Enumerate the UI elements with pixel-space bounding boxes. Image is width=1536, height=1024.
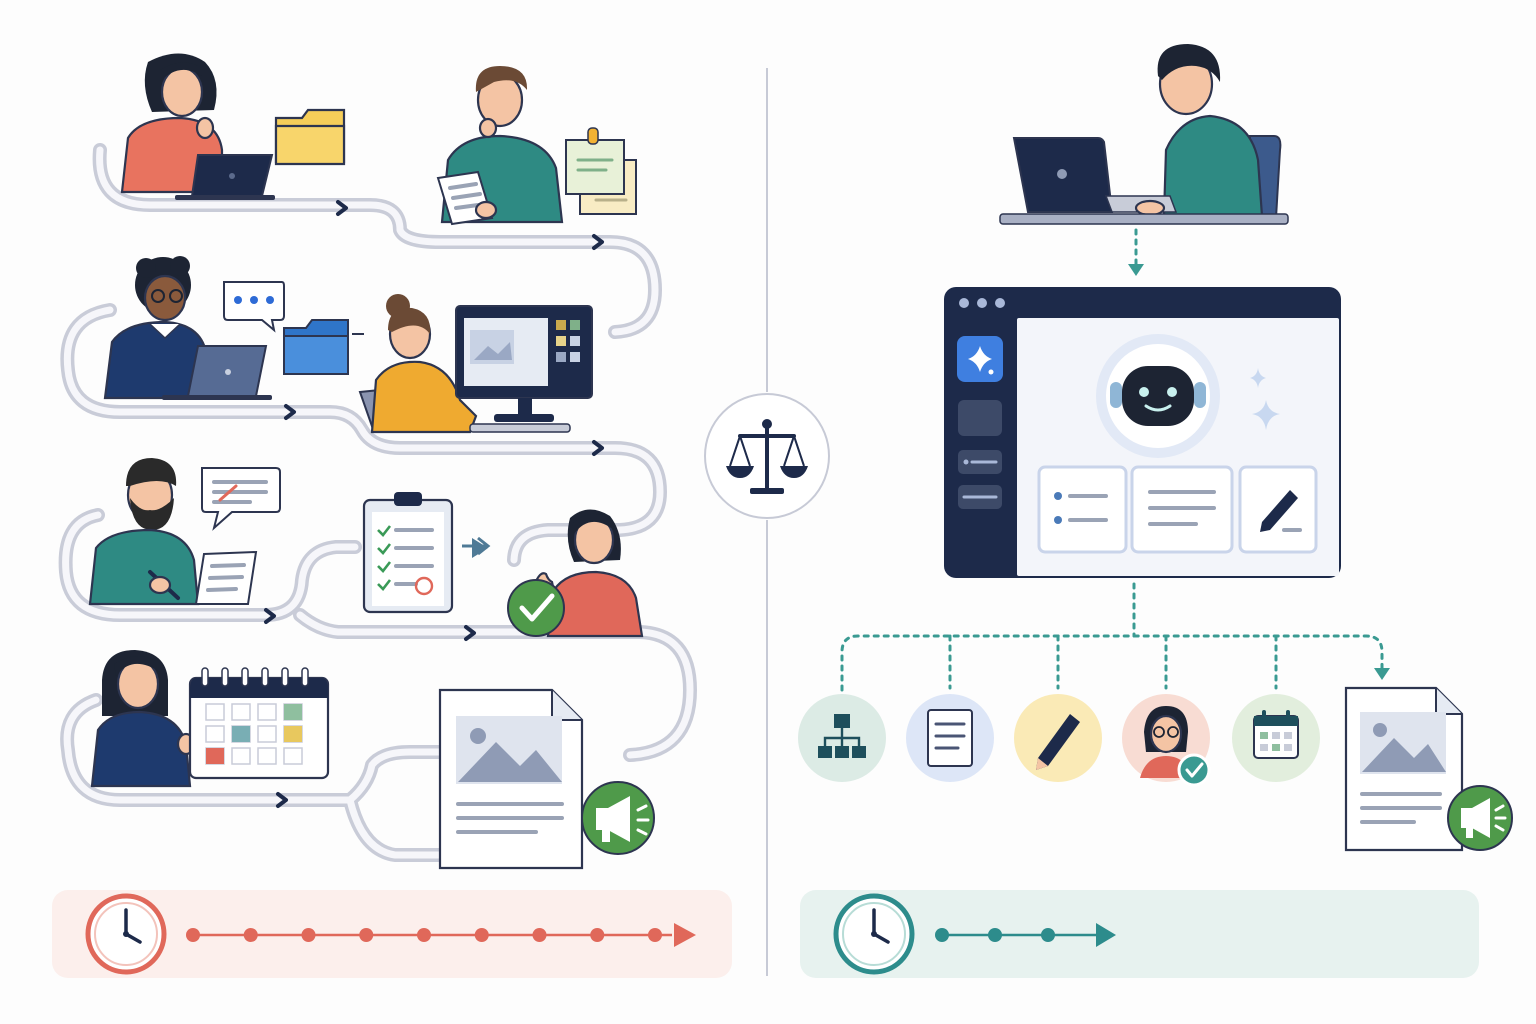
output-approval	[1122, 694, 1211, 787]
right-panel	[798, 44, 1513, 978]
right-timeline-dots	[935, 928, 1055, 942]
checklist-clipboard	[362, 492, 491, 614]
timeline-dot	[988, 928, 1002, 942]
output-calendar	[1232, 694, 1320, 782]
hierarchy-icon	[818, 714, 866, 758]
road-arrows	[264, 200, 604, 808]
right-timeline-bar	[800, 890, 1479, 978]
blue-folder-icon	[283, 319, 364, 375]
distribution-connector	[840, 582, 1384, 692]
sidebar-item[interactable]	[958, 450, 1002, 474]
document-icon	[927, 709, 973, 767]
timeline-dot	[243, 928, 258, 942]
edit-card[interactable]	[1238, 465, 1318, 554]
output-document	[906, 694, 994, 782]
published-document	[1344, 686, 1464, 852]
woman-thumbs-up	[532, 509, 644, 638]
text-card[interactable]	[1130, 465, 1234, 554]
man-at-laptop	[999, 44, 1289, 225]
approved-check-icon	[507, 579, 565, 637]
folder-icon	[274, 108, 346, 166]
left-panel	[52, 53, 732, 978]
calendar-icon	[188, 667, 330, 780]
timeline-dot	[359, 928, 374, 942]
timeline-dot	[935, 928, 949, 942]
left-timeline-arrow	[674, 923, 696, 947]
balance-scale-icon	[726, 419, 808, 494]
pencil-icon	[1036, 714, 1080, 770]
sidebar-sparkle-button[interactable]	[957, 336, 1003, 382]
list-card[interactable]	[1037, 465, 1128, 554]
feedback-bubble-icon	[201, 467, 281, 531]
clock-icon	[833, 893, 915, 975]
clock-icon	[85, 893, 167, 975]
megaphone-icon	[1447, 785, 1513, 851]
timeline-dot	[590, 928, 605, 942]
sparkle-icon	[1250, 368, 1280, 430]
man-with-glasses-at-laptop	[103, 256, 272, 400]
timeline-dot	[301, 928, 316, 942]
approved-person-icon	[1140, 706, 1211, 787]
right-timeline	[800, 890, 1479, 978]
timeline-dot	[1041, 928, 1055, 942]
thinking-man-with-document	[436, 66, 564, 226]
window-dot[interactable]	[995, 298, 1005, 308]
woman-at-desktop-monitor	[358, 294, 593, 434]
robot-icon	[1096, 334, 1220, 458]
woman-at-laptop	[120, 53, 275, 200]
output-hierarchy	[798, 694, 886, 782]
timeline-dot	[474, 928, 489, 942]
timeline-dot	[532, 928, 547, 942]
megaphone-icon	[581, 781, 655, 855]
left-timeline	[52, 890, 732, 978]
assistant-app-window	[944, 287, 1341, 578]
pencil-icon	[1260, 490, 1302, 532]
published-document	[438, 688, 584, 870]
workflow-road	[58, 143, 697, 862]
right-timeline-arrow	[1096, 923, 1116, 947]
window-dot[interactable]	[959, 298, 969, 308]
sidebar-item[interactable]	[958, 485, 1002, 509]
output-edit	[1014, 694, 1102, 782]
chat-bubble-icon	[223, 281, 285, 333]
sticky-notes-icon	[565, 127, 637, 215]
center-divider	[704, 68, 830, 976]
window-dot[interactable]	[977, 298, 987, 308]
calendar-icon	[1253, 710, 1299, 759]
timeline-dot	[417, 928, 431, 942]
sidebar-item[interactable]	[958, 400, 1002, 436]
left-timeline-dots	[186, 928, 662, 942]
woman-with-calendar	[90, 650, 196, 788]
timeline-dot	[186, 928, 200, 942]
timeline-dot	[648, 928, 662, 942]
bearded-man-writing	[88, 458, 258, 606]
